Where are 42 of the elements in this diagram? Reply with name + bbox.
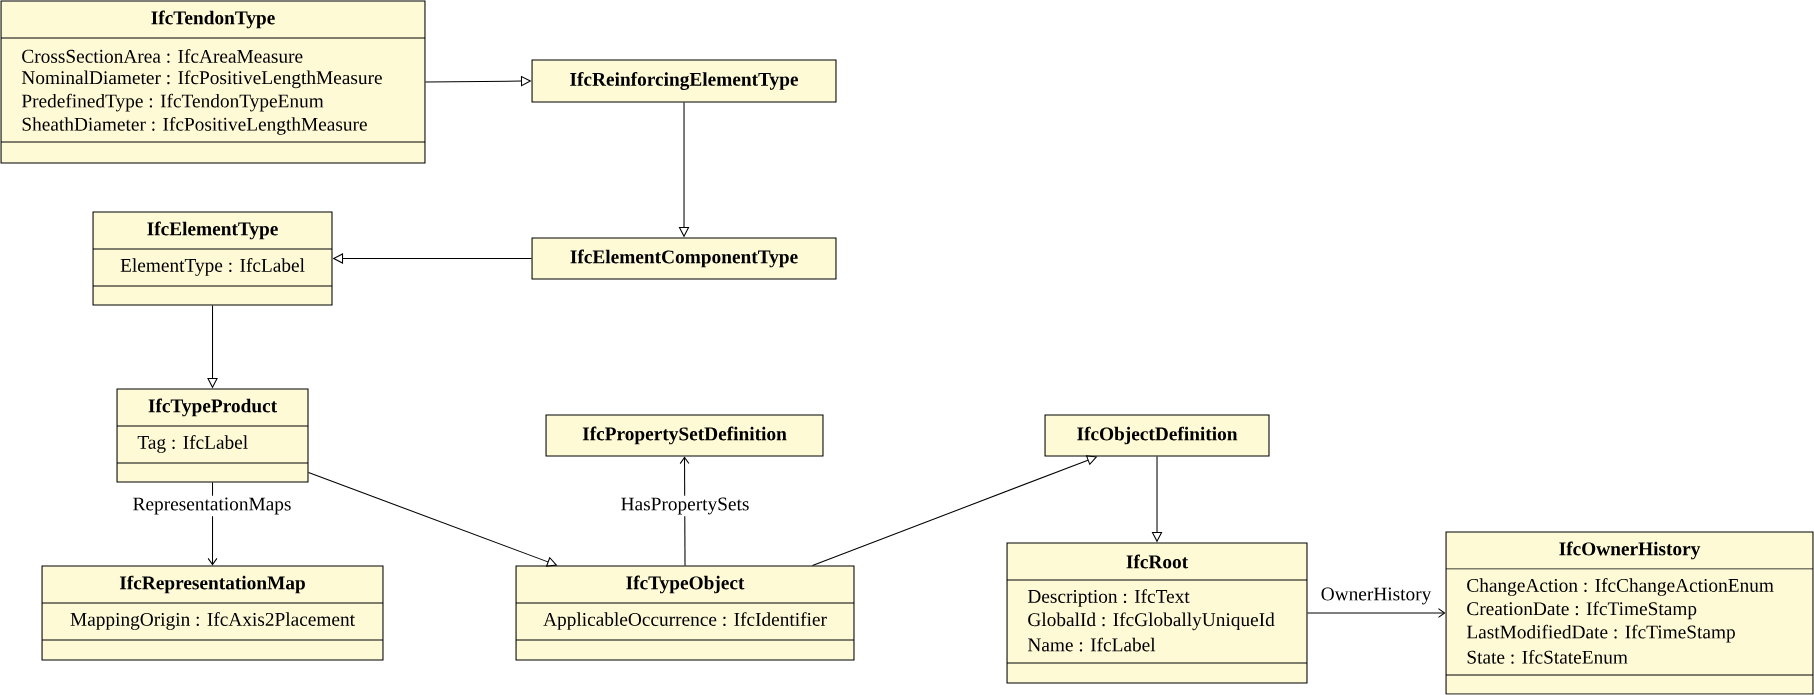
attribute-text: ChangeAction : IfcChangeActionEnum: [1467, 578, 1774, 596]
attribute-text: SheathDiameter : IfcPositiveLengthMeasure: [22, 117, 367, 135]
attribute-text: Tag : IfcLabel: [137, 435, 248, 453]
arrow: [1307, 608, 1446, 618]
attribute-text: CreationDate : IfcTimeStamp: [1467, 601, 1697, 620]
attribute-text: NominalDiameter : IfcPositiveLengthMeasure: [21, 70, 382, 89]
class-name: IfcTypeObject: [626, 575, 745, 594]
edge-label: OwnerHistory: [1318, 585, 1434, 607]
class-box: [1445, 531, 1814, 695]
class-name: IfcElementComponentType: [570, 249, 798, 268]
edge-label: HasPropertySets: [618, 495, 752, 517]
class-name: IfcObjectDefinition: [1077, 426, 1238, 445]
attribute-text: Name : IfcLabel: [1027, 637, 1156, 652]
class-name: IfcPropertySetDefinition: [582, 426, 787, 445]
attribute-text: ElementType : IfcLabel: [120, 258, 305, 276]
class-box: [545, 414, 824, 457]
attribute-text: State : IfcStateEnum: [1467, 649, 1628, 664]
class-name: IfcElementType: [147, 221, 278, 240]
attribute-text: CrossSectionArea : IfcAreaMeasure: [22, 49, 303, 63]
class-box: [1044, 414, 1270, 457]
class-name: IfcOwnerHistory: [1559, 541, 1701, 560]
class-box: [41, 565, 384, 661]
class-name: IfcTendonType: [151, 10, 275, 29]
attribute-text: ApplicableOccurrence : IfcIdentifier: [543, 612, 827, 630]
class-name: IfcRoot: [1126, 554, 1189, 569]
arrow: [679, 456, 690, 566]
class-box: [116, 388, 309, 483]
class-name: IfcTypeProduct: [148, 398, 277, 417]
class-box: [531, 237, 837, 280]
attribute-text: GlobalId : IfcGloballyUniqueId: [1028, 612, 1275, 631]
class-box: [1006, 542, 1308, 684]
class-box: [531, 59, 837, 103]
edge-label: RepresentationMaps: [130, 495, 294, 517]
class-box: [0, 0, 426, 164]
attribute-text: PredefinedType : IfcTendonTypeEnum: [21, 93, 324, 112]
attribute-text: LastModifiedDate : IfcTimeStamp: [1466, 624, 1735, 643]
attribute-text: Description : IfcText: [1027, 589, 1190, 607]
class-name: IfcRepresentationMap: [119, 575, 305, 594]
class-box: [92, 211, 333, 306]
class-box: [515, 565, 855, 661]
class-name: IfcReinforcingElementType: [570, 72, 799, 90]
attribute-text: MappingOrigin : IfcAxis2Placement: [70, 612, 355, 630]
